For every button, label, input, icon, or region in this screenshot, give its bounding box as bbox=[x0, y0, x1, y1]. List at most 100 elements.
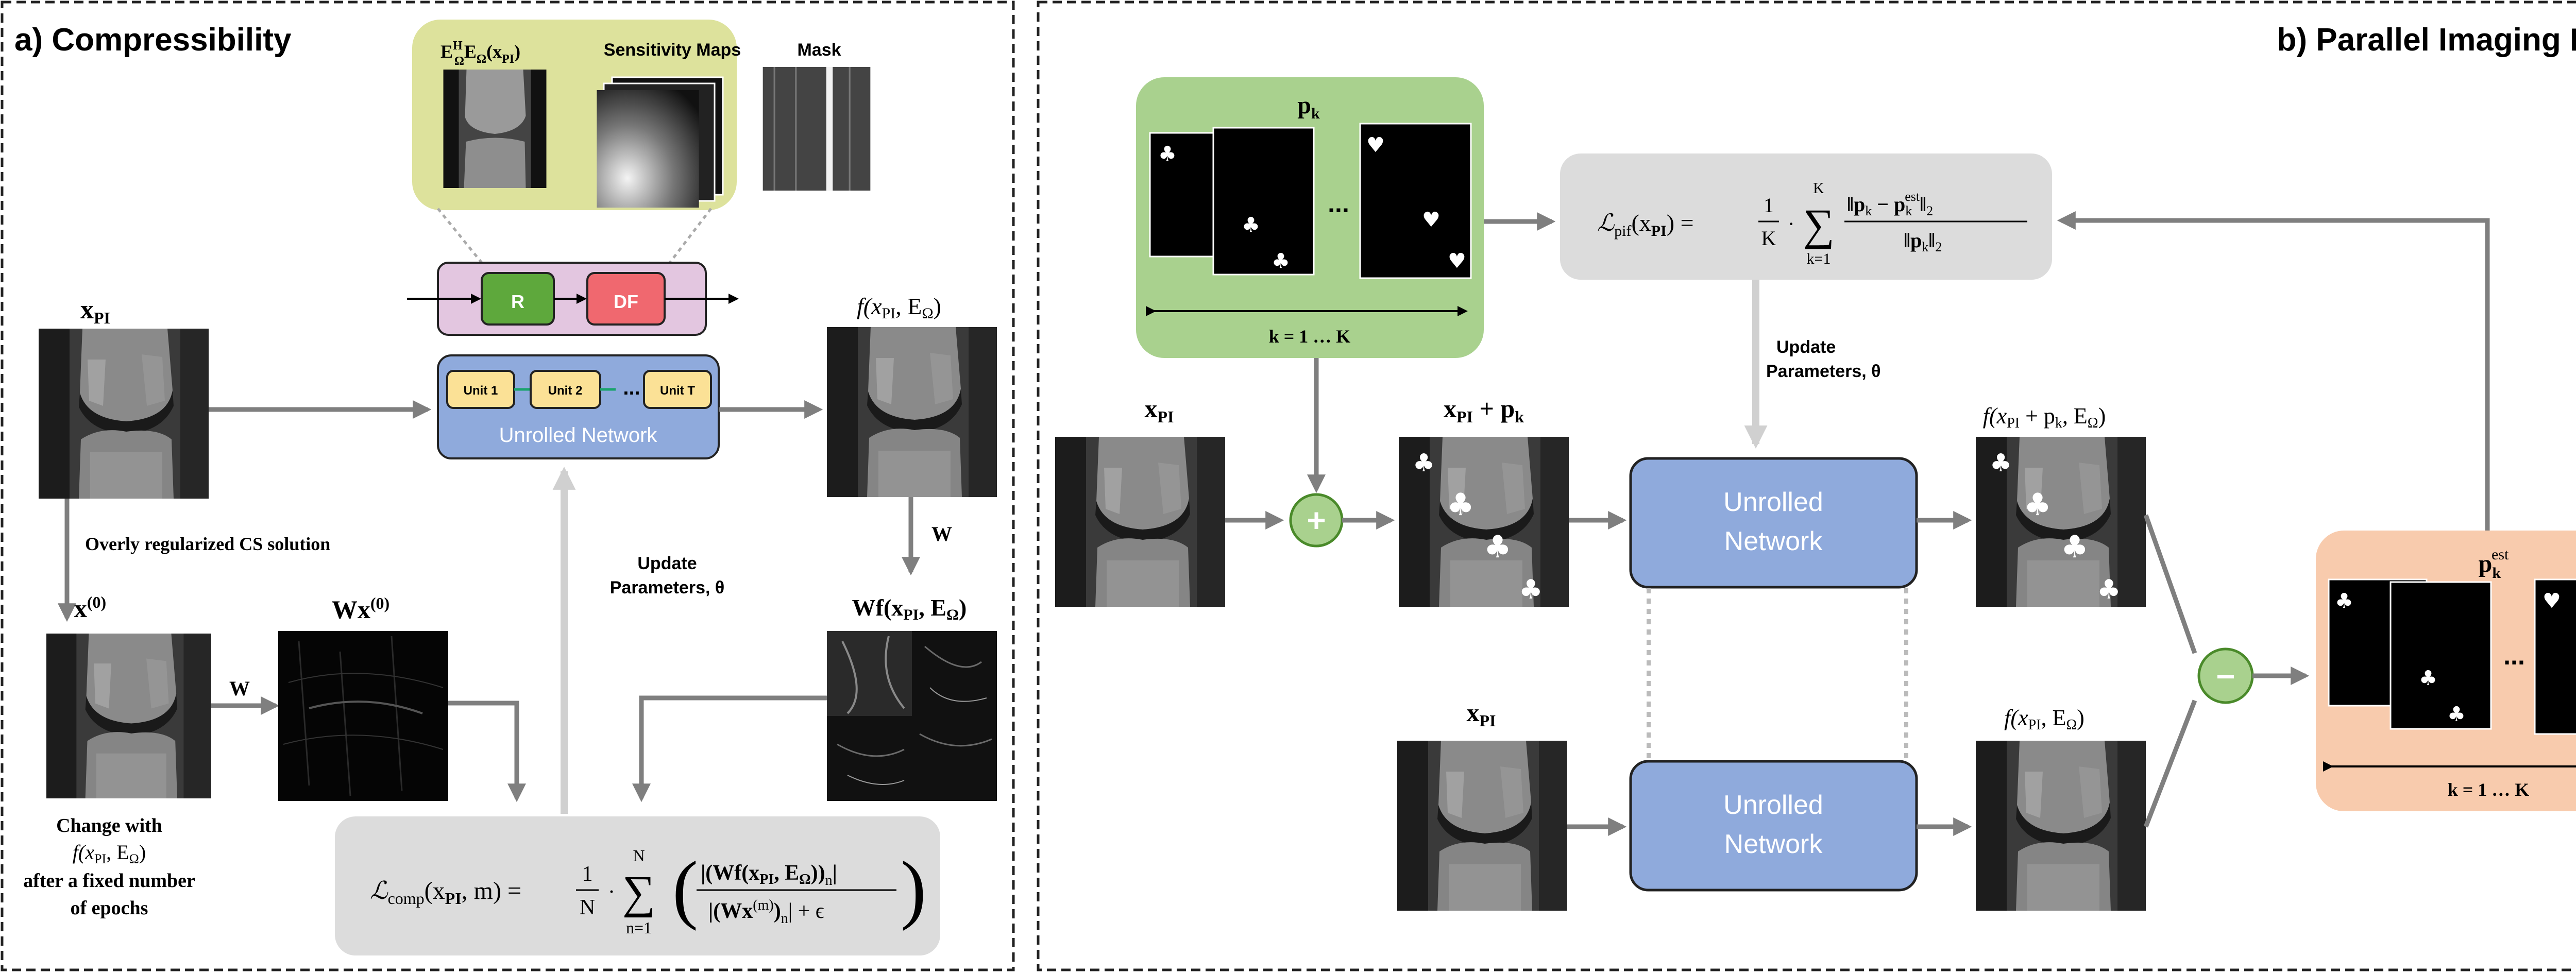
unrolled-network-b1 bbox=[1629, 457, 1918, 589]
xpi-top-label: xPI bbox=[1145, 394, 1174, 426]
svg-text:♣: ♣ bbox=[2335, 589, 2353, 613]
change-line-1: Change with bbox=[56, 815, 162, 837]
svg-text:♣: ♣ bbox=[2061, 529, 2089, 565]
svg-text:♣: ♣ bbox=[2024, 487, 2052, 523]
svg-text:·: · bbox=[1788, 212, 1794, 235]
svg-text:♣: ♣ bbox=[2097, 574, 2121, 605]
x0-label: x(0) bbox=[74, 593, 106, 623]
pk-range-label: k = 1 … K bbox=[1269, 326, 1351, 347]
mask-label: Mask bbox=[797, 40, 841, 60]
panel-b-title: b) Parallel Imaging Fidelity bbox=[2277, 22, 2576, 58]
svg-text:♣: ♣ bbox=[2447, 703, 2466, 726]
svg-text:N: N bbox=[633, 846, 645, 865]
loss-pif-lhs: ℒpif(xPI) = bbox=[1597, 210, 1694, 240]
network-b1-line-1: Unrolled bbox=[1723, 487, 1823, 517]
wf-image bbox=[827, 631, 997, 801]
unit-t-block bbox=[643, 370, 712, 409]
svg-text:♣: ♣ bbox=[1158, 142, 1177, 166]
overreg-label: Overly regularized CS solution bbox=[85, 534, 330, 554]
svg-text:♥: ♥ bbox=[1448, 249, 1466, 273]
xpi-bottom-label: xPI bbox=[1467, 698, 1496, 730]
w-left-label: W bbox=[229, 677, 250, 700]
svg-text:N: N bbox=[580, 896, 595, 919]
pk-ellipsis: ... bbox=[1328, 189, 1349, 218]
wf-to-loss-arrow bbox=[632, 695, 827, 803]
change-line-2: f(xPI, EΩ) bbox=[73, 841, 146, 866]
svg-text:): ) bbox=[901, 846, 926, 931]
update-a-line-1: Update bbox=[637, 554, 697, 573]
output-b1-suits: ♣ ♣ ♣ ♣ bbox=[1990, 449, 2121, 605]
svg-text:∑: ∑ bbox=[1803, 200, 1834, 249]
svg-text:♣: ♣ bbox=[1242, 213, 1260, 237]
xpi-top-image bbox=[1055, 437, 1225, 607]
output-a-label: f(xPI, EΩ) bbox=[857, 293, 941, 322]
sensitivity-maps-label: Sensitivity Maps bbox=[604, 40, 741, 60]
svg-text:♥: ♥ bbox=[1366, 133, 1385, 157]
loss-pif-formula: ℒpif(xPI) = 1 K · K ∑ k=1 ‖pk − pkest‖2 … bbox=[1597, 180, 2027, 267]
wx0-to-loss-arrow bbox=[448, 701, 526, 803]
network-b2-line-1: Unrolled bbox=[1723, 790, 1823, 820]
panel-a-title: a) Compressibility bbox=[14, 22, 292, 58]
pest-range-label: k = 1 … K bbox=[2448, 779, 2530, 800]
x0-image bbox=[46, 634, 211, 798]
svg-text:∑: ∑ bbox=[622, 867, 655, 918]
svg-text:k=1: k=1 bbox=[1807, 250, 1831, 267]
svg-text:K: K bbox=[1813, 180, 1824, 197]
svg-text:♣: ♣ bbox=[1484, 529, 1512, 565]
plus-symbol: + bbox=[1307, 502, 1326, 539]
svg-text:♣: ♣ bbox=[2419, 667, 2437, 690]
svg-text:K: K bbox=[1761, 227, 1776, 250]
output-b1-label: f(xPI + pk, EΩ) bbox=[1983, 403, 2106, 431]
change-line-4: of epochs bbox=[71, 897, 148, 919]
svg-text:n=1: n=1 bbox=[626, 918, 652, 937]
zoom-line-right bbox=[669, 208, 712, 264]
svg-text:·: · bbox=[608, 880, 615, 904]
pk-label: pk bbox=[1297, 92, 1320, 122]
loss-comp-box bbox=[335, 816, 940, 955]
minus-symbol: − bbox=[2216, 658, 2235, 695]
unrolled-network-b2 bbox=[1629, 760, 1918, 892]
svg-text:1: 1 bbox=[582, 862, 593, 886]
svg-text:(: ( bbox=[672, 846, 698, 931]
network-a-label: Unrolled Network bbox=[499, 424, 658, 447]
w-right-label: W bbox=[931, 522, 952, 545]
mask-image bbox=[762, 67, 871, 191]
loss-comp-formula: ℒcomp(xPI, m) = 1 N · N ∑ n=1 ( |(Wf(xPI… bbox=[370, 846, 926, 937]
wx0-image bbox=[278, 631, 448, 801]
sensitivity-maps-stack bbox=[597, 76, 724, 208]
xpk-label: xPI + pk bbox=[1444, 394, 1524, 426]
loss-comp-denominator: |(Wx(m))n| + ϵ bbox=[708, 897, 824, 927]
r-block-label: R bbox=[511, 291, 524, 312]
loss-comp-numerator: |(Wf(xPI, EΩ))n| bbox=[701, 861, 837, 889]
svg-text:♣: ♣ bbox=[1519, 574, 1543, 605]
pest-to-loss-arrow bbox=[2057, 211, 2490, 531]
xpk-suits: ♣ ♣ ♣ ♣ bbox=[1413, 449, 1543, 605]
svg-text:♣: ♣ bbox=[1272, 249, 1290, 273]
df-block-label: DF bbox=[614, 291, 638, 312]
loss-pif-denominator: ‖pk‖2 bbox=[1904, 229, 1942, 254]
network-b2-line-2: Network bbox=[1724, 829, 1823, 859]
recon-image bbox=[443, 70, 547, 188]
unit-2-label: Unit 2 bbox=[548, 384, 583, 398]
update-a-line-2: Parameters, θ bbox=[610, 578, 725, 598]
pest-slices: ♣ ♣ ♣ ♥ ♥ ♥ bbox=[2328, 578, 2576, 735]
loss-pif-numerator: ‖pk − pkest‖2 bbox=[1847, 189, 1933, 218]
loss-pif-box bbox=[1560, 153, 2052, 280]
svg-text:♣: ♣ bbox=[1413, 449, 1435, 477]
output-b2-to-minus-line bbox=[2143, 699, 2197, 828]
change-line-3: after a fixed number bbox=[23, 870, 195, 892]
wx0-label: Wx(0) bbox=[332, 594, 389, 624]
output-b2-image bbox=[1976, 741, 2146, 911]
xpi-bottom-image bbox=[1397, 741, 1567, 911]
unit-ellipsis: ... bbox=[623, 377, 640, 399]
zoom-line-left bbox=[437, 208, 483, 264]
unit-1-label: Unit 1 bbox=[464, 384, 498, 398]
network-b1-line-2: Network bbox=[1724, 526, 1823, 556]
output-b1-to-minus-line bbox=[2143, 514, 2197, 654]
output-a-image bbox=[827, 327, 997, 497]
loss-comp-lhs: ℒcomp(xPI, m) = bbox=[370, 877, 521, 908]
update-b-line-2: Parameters, θ bbox=[1766, 362, 1881, 381]
pest-label: pkest bbox=[2479, 546, 2509, 582]
